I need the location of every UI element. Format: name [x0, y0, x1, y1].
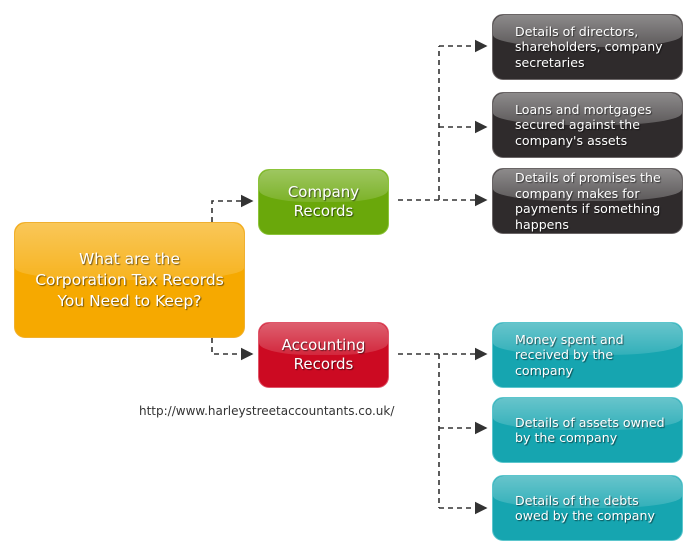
leaf-label: Details of assets owned by the company [515, 414, 665, 446]
leaf-node: Details of assets owned by the company [492, 397, 683, 463]
branch-label: Company Records [287, 183, 360, 220]
branch-node-company-records: Company Records [258, 169, 389, 235]
leaf-node: Details of promises the company makes fo… [492, 168, 683, 234]
leaf-label: Details of directors, shareholders, comp… [515, 23, 663, 70]
leaf-label: Details of promises the company makes fo… [515, 170, 661, 232]
leaf-label: Money spent and received by the company [515, 331, 624, 378]
root-node: What are the Corporation Tax Records You… [14, 222, 245, 338]
leaf-node: Details of directors, shareholders, comp… [492, 14, 683, 80]
leaf-label: Loans and mortgages secured against the … [515, 101, 652, 148]
leaf-node: Details of the debts owed by the company [492, 475, 683, 541]
source-url: http://www.harleystreetaccountants.co.uk… [139, 404, 395, 418]
leaf-node: Loans and mortgages secured against the … [492, 92, 683, 158]
branch-node-accounting-records: Accounting Records [258, 322, 389, 388]
connector-root-accounting [211, 338, 254, 361]
leaf-label: Details of the debts owed by the company [515, 492, 655, 524]
connector-root-company [211, 194, 254, 222]
leaf-node: Money spent and received by the company [492, 322, 683, 388]
root-node-label: What are the Corporation Tax Records You… [35, 249, 224, 310]
branch-label: Accounting Records [281, 336, 366, 373]
